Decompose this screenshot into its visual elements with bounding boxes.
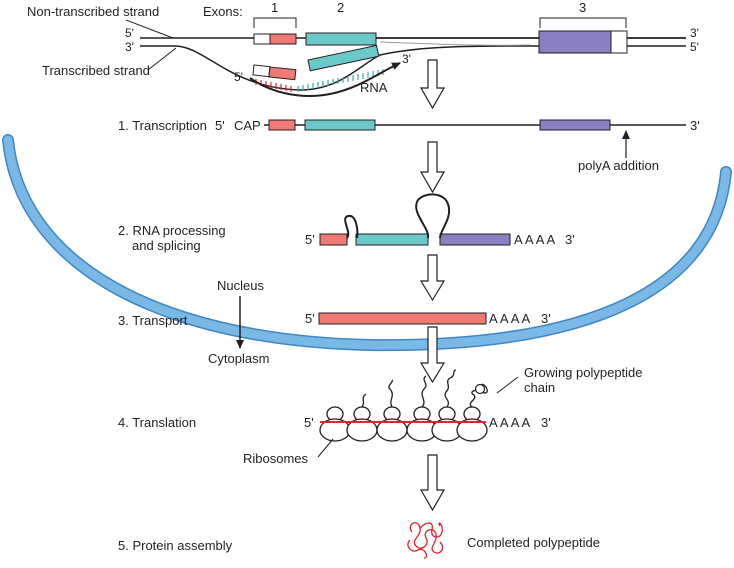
exon-1-label: 1 bbox=[271, 0, 278, 15]
pt-exon-1 bbox=[268, 119, 296, 131]
ribosome bbox=[431, 406, 463, 442]
intron-loop-2 bbox=[415, 193, 451, 239]
cytoplasm-label: Cytoplasm bbox=[208, 351, 269, 366]
nuclear-membrane bbox=[2, 134, 732, 352]
step-1-label: 1. Transcription bbox=[118, 118, 207, 133]
exon-2-box bbox=[305, 32, 377, 46]
translation-group bbox=[317, 369, 519, 458]
exon-brackets bbox=[253, 17, 627, 28]
step-2-poly-a: A A A A bbox=[514, 232, 556, 247]
ribosome bbox=[376, 406, 408, 442]
non-transcribed-strand-label: Non-transcribed strand bbox=[27, 4, 159, 19]
ribosome-pointer bbox=[317, 438, 334, 458]
growing-chain-start bbox=[474, 383, 486, 395]
pt-exon-2 bbox=[304, 119, 376, 131]
top-left-5-prime: 5' bbox=[125, 26, 134, 40]
step-2-5-prime: 5' bbox=[305, 232, 315, 247]
step-4-label: 4. Translation bbox=[118, 415, 196, 430]
step-4-3-prime: 3' bbox=[541, 415, 551, 430]
base-pair-hashes-teal bbox=[297, 69, 384, 92]
step-3-label: 3. Transport bbox=[118, 313, 188, 328]
exon-3-box bbox=[538, 30, 612, 54]
ribosome bbox=[319, 406, 351, 442]
step-1-5-prime: 5' bbox=[215, 118, 225, 133]
rna-exon-2-box bbox=[307, 44, 380, 72]
flow-arrow-2 bbox=[419, 141, 446, 194]
step-1-3-prime: 3' bbox=[690, 118, 700, 133]
flow-arrow-5 bbox=[419, 454, 446, 512]
step-2-label-line2: and splicing bbox=[132, 238, 201, 253]
step-4-poly-a: A A A A bbox=[489, 415, 531, 430]
utr-5-box bbox=[253, 33, 271, 45]
step-3-5-prime: 5' bbox=[305, 311, 315, 326]
cap-label: CAP bbox=[234, 118, 261, 133]
nascent-peptides bbox=[361, 369, 488, 408]
text-labels: Non-transcribed strand Exons: 1 2 3 5' 3… bbox=[27, 0, 700, 553]
ribosomes bbox=[319, 406, 488, 442]
ribosome bbox=[346, 406, 378, 442]
ribosomes-label: Ribosomes bbox=[243, 451, 309, 466]
completed-polypeptide bbox=[407, 522, 444, 559]
spliced-exon-2 bbox=[355, 233, 429, 246]
rna-utr-5-box bbox=[252, 64, 271, 78]
intron-loop-1 bbox=[344, 214, 359, 239]
pt-exon-3 bbox=[539, 119, 611, 131]
mature-mrna-bar bbox=[318, 312, 487, 325]
growing-polypeptide-label-line1: Growing polypeptide bbox=[524, 365, 643, 380]
exons-label: Exons: bbox=[203, 4, 243, 19]
rna-exon-1-box bbox=[268, 66, 297, 81]
step-2-label-line1: 2. RNA processing bbox=[118, 223, 226, 238]
flow-arrow-3 bbox=[419, 254, 446, 302]
flow-arrow-1 bbox=[419, 59, 446, 110]
step-4-5-prime: 5' bbox=[304, 415, 314, 430]
rna-label: RNA bbox=[360, 80, 388, 95]
transcribed-strand-label: Transcribed strand bbox=[42, 63, 150, 78]
flow-arrows bbox=[419, 59, 446, 512]
flow-arrow-4 bbox=[419, 326, 446, 384]
completed-polypeptide-label: Completed polypeptide bbox=[467, 535, 600, 550]
top-left-3-prime: 3' bbox=[125, 40, 134, 54]
step-3-poly-a: A A A A bbox=[489, 311, 531, 326]
step-2-3-prime: 3' bbox=[565, 232, 575, 247]
polya-addition-label: polyA addition bbox=[578, 158, 659, 173]
exon-2-label: 2 bbox=[337, 0, 344, 15]
growing-polypeptide-label-line2: chain bbox=[524, 380, 555, 395]
spliced-mrna bbox=[319, 193, 511, 246]
primary-transcript bbox=[264, 119, 686, 158]
rna-3-prime: 3' bbox=[402, 52, 411, 66]
step-5-label: 5. Protein assembly bbox=[118, 538, 233, 553]
ribosome bbox=[406, 406, 438, 442]
rna-strand bbox=[249, 62, 401, 97]
ribosome bbox=[456, 406, 488, 442]
top-right-5-prime: 5' bbox=[690, 40, 699, 54]
nucleus-label: Nucleus bbox=[217, 278, 264, 293]
spliced-exon-1 bbox=[319, 233, 348, 246]
dna-exons bbox=[253, 30, 628, 54]
growing-chain-pointer bbox=[496, 376, 519, 394]
exon-1-box bbox=[269, 33, 297, 45]
exon-3-label: 3 bbox=[579, 0, 586, 15]
step-3-3-prime: 3' bbox=[541, 311, 551, 326]
spliced-exon-3 bbox=[439, 233, 511, 246]
nascent-rna-group bbox=[249, 44, 401, 97]
utr-3-box bbox=[610, 30, 628, 54]
rna-5-prime: 5' bbox=[234, 70, 243, 84]
mature-mrna bbox=[318, 312, 487, 325]
top-right-3-prime: 3' bbox=[690, 26, 699, 40]
